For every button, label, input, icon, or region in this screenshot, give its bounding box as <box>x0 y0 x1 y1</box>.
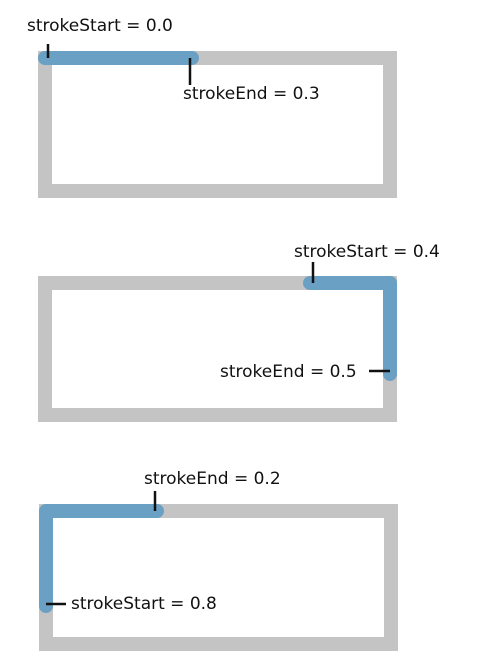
example-3: strokeEnd = 0.2 strokeStart = 0.8 <box>39 469 398 651</box>
stroke-end-label-3: strokeEnd = 0.2 <box>144 469 281 489</box>
track-rect-1 <box>38 51 397 198</box>
stroke-end-label-1: strokeEnd = 0.3 <box>183 84 320 104</box>
stroke-start-label-3: strokeStart = 0.8 <box>71 594 217 614</box>
track-rect-3 <box>39 504 398 651</box>
stroke-segment-3 <box>39 504 164 613</box>
stroke-start-label-2: strokeStart = 0.4 <box>294 242 440 262</box>
stroke-start-label-1: strokeStart = 0.0 <box>27 16 173 36</box>
example-1: strokeStart = 0.0 strokeEnd = 0.3 <box>27 16 397 198</box>
stroke-end-label-2: strokeEnd = 0.5 <box>220 362 357 382</box>
track-rect-2 <box>38 276 397 422</box>
stroke-segment-2 <box>303 276 397 381</box>
example-2: strokeStart = 0.4 strokeEnd = 0.5 <box>38 242 440 422</box>
